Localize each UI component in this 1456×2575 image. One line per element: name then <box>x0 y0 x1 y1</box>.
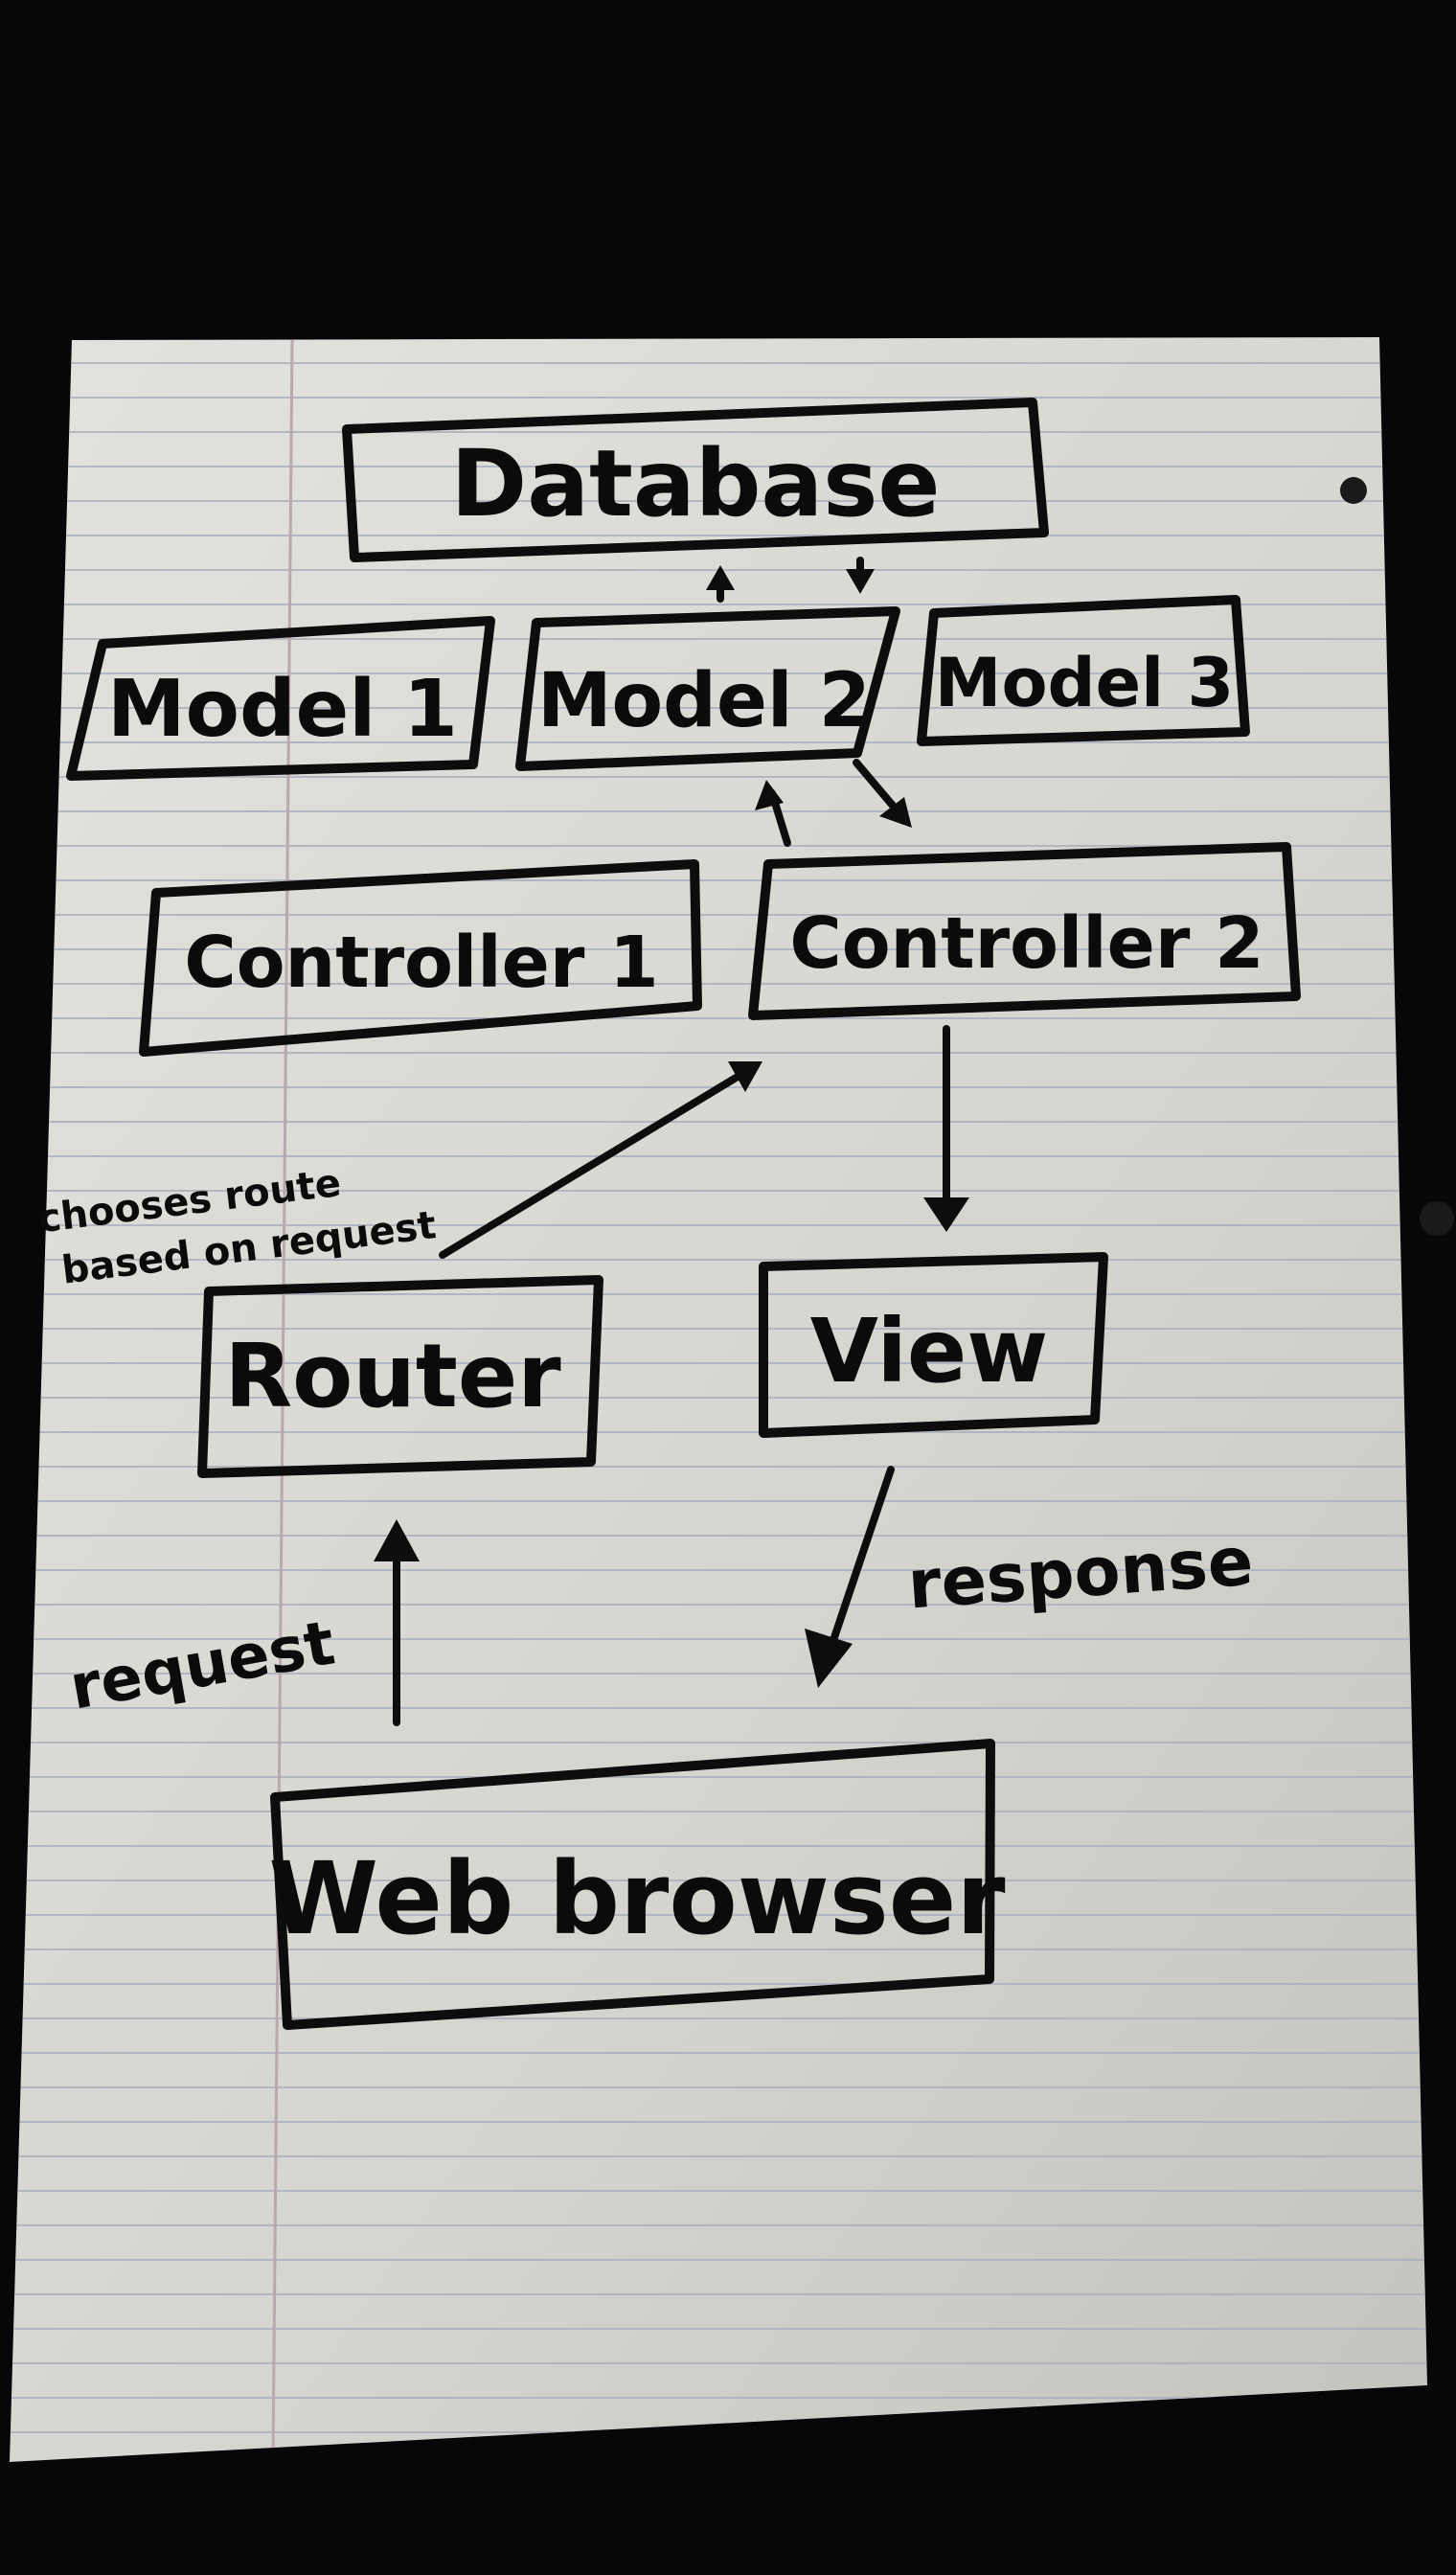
arrow-view-to-browser <box>805 1466 895 1688</box>
web-browser-node: Web browser <box>268 1739 1006 2030</box>
binder-hole <box>1420 1201 1454 1236</box>
margin-line <box>271 339 294 2462</box>
arrow-browser-to-router <box>374 1519 420 1726</box>
model-2-node: Model 2 <box>515 606 900 771</box>
arrow-database-to-model2 <box>846 557 875 594</box>
model-1-node: Model 1 <box>66 616 495 781</box>
notebook-paper <box>10 337 1454 2462</box>
arrow-model2-to-controller2 <box>853 759 912 828</box>
arrow-model2-to-database <box>706 565 735 603</box>
arrow-controller2-to-model2 <box>755 780 791 847</box>
controller-1-node: Controller 1 <box>139 859 702 1057</box>
arrow-router-to-controller2 <box>439 1061 762 1259</box>
model-3-node: Model 3 <box>917 595 1250 746</box>
controller-2-node: Controller 2 <box>748 842 1301 1020</box>
view-node: View <box>759 1252 1108 1438</box>
controller-2-label: Controller 2 <box>789 902 1263 985</box>
router-node: Router <box>197 1275 603 1478</box>
view-label: View <box>810 1300 1049 1402</box>
controller-1-label: Controller 1 <box>184 922 658 1004</box>
model-2-label: Model 2 <box>537 658 871 744</box>
model-3-label: Model 3 <box>935 644 1234 722</box>
binder-hole <box>1340 477 1367 504</box>
router-label: Router <box>224 1325 561 1427</box>
web-browser-label: Web browser <box>268 1840 1005 1957</box>
database-label: Database <box>451 430 941 537</box>
database-node: Database <box>342 398 1049 562</box>
model-1-label: Model 1 <box>107 664 458 755</box>
arrow-controller2-to-view <box>923 1025 969 1232</box>
